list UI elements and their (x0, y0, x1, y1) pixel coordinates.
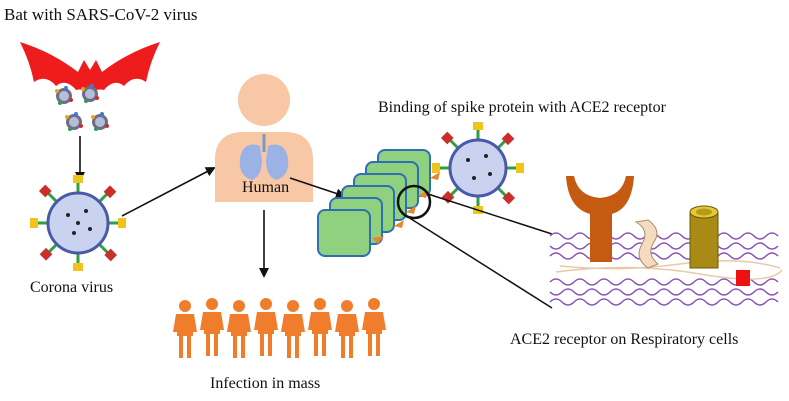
zoom-line-bottom (407, 216, 553, 309)
corona-virus-icon (30, 175, 126, 271)
membrane-protein-icon (634, 219, 659, 269)
bat-icon (20, 42, 160, 94)
human-icon (215, 74, 313, 202)
ace2-receptor-icon (566, 176, 634, 262)
crowd-icon (173, 298, 386, 358)
lungs-icon (239, 134, 289, 180)
red-marker (736, 270, 750, 286)
arrow-virus-to-human (121, 167, 216, 217)
virus-particles-cluster (55, 84, 109, 131)
bat-label: Bat with SARS-CoV-2 virus (4, 5, 197, 24)
receptor-spikes (372, 172, 440, 244)
zoom-circle (396, 184, 432, 220)
ion-channel-icon (689, 205, 719, 269)
corona-virus-label: Corona virus (30, 279, 113, 296)
respiratory-cells-stack (317, 149, 431, 257)
human-label: Human (242, 179, 289, 196)
zoom-line-top (427, 193, 553, 235)
infection-label: Infection in mass (210, 375, 320, 392)
arrow-human-to-cells (289, 177, 346, 199)
binding-label: Binding of spike protein with ACE2 recep… (378, 99, 667, 116)
cell-membrane (549, 232, 783, 306)
ace2-label: ACE2 receptor on Respiratory cells (510, 331, 738, 348)
